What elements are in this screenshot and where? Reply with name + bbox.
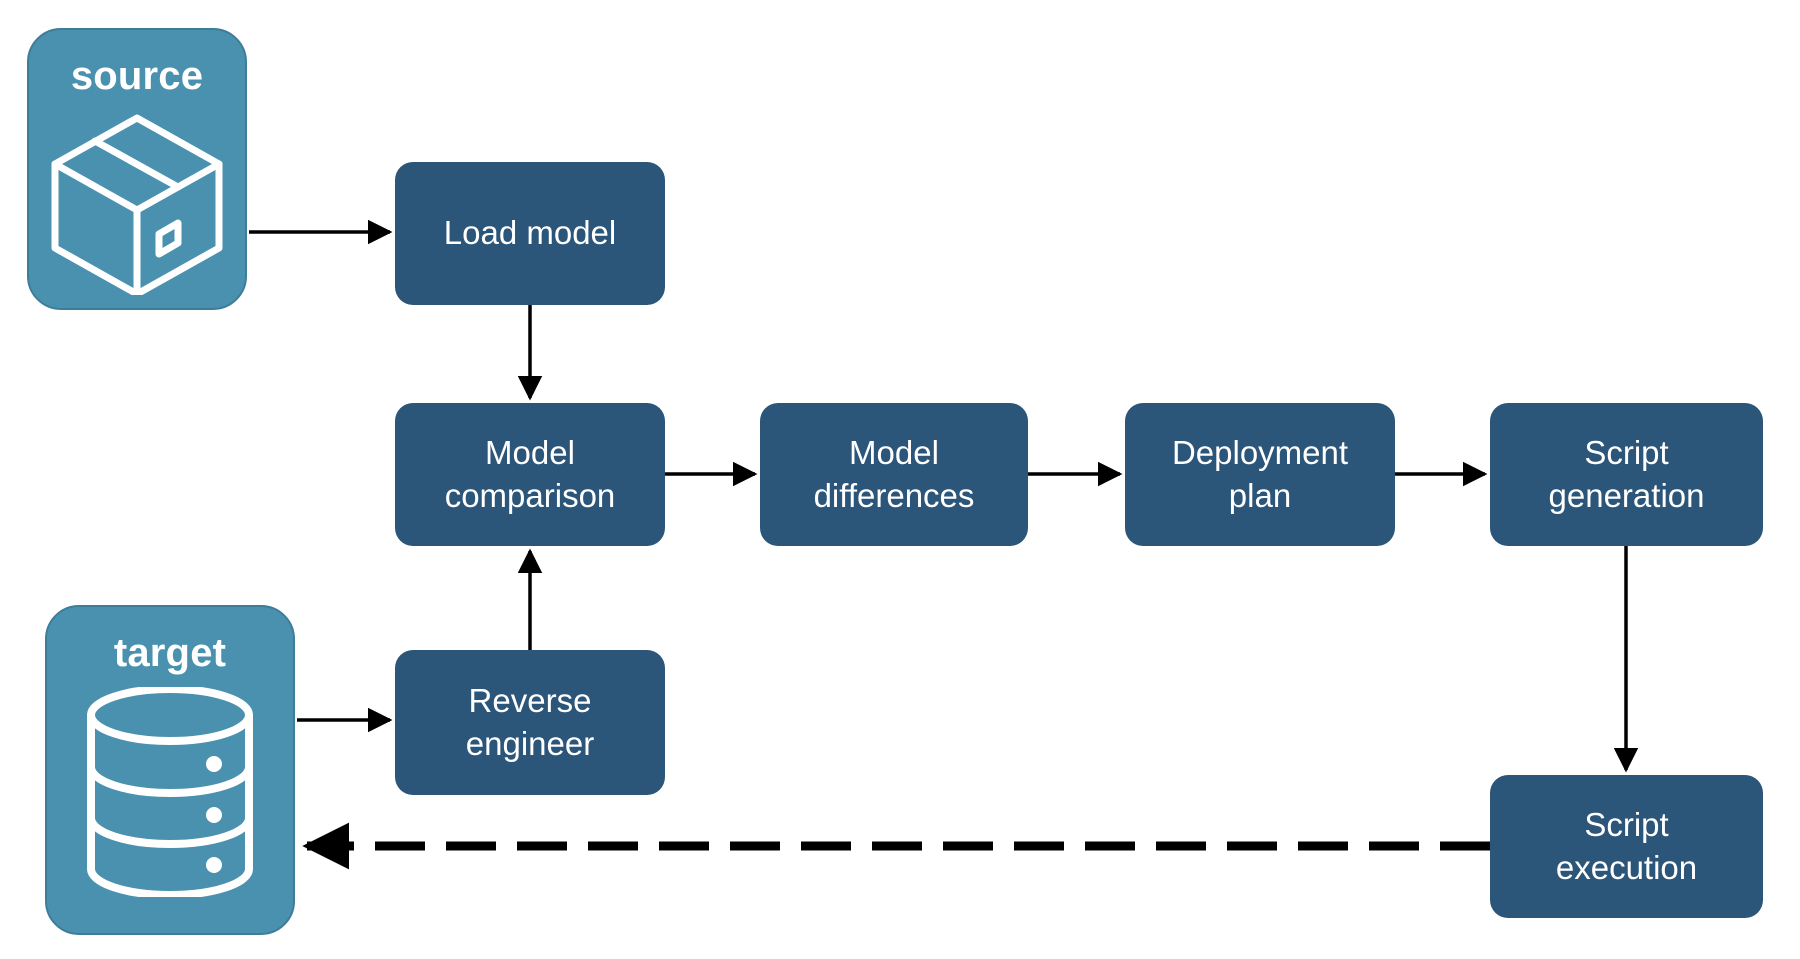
node-model-comparison[interactable]: Model comparison — [395, 403, 665, 546]
node-load-model-label: Load model — [443, 214, 617, 252]
node-script-generation[interactable]: Script generation — [1490, 403, 1763, 546]
node-deployment-plan-label: Deployment plan — [1171, 434, 1349, 514]
endpoint-target[interactable]: target — [45, 605, 295, 935]
node-model-differences-label: Model differences — [813, 434, 975, 514]
package-box-icon — [51, 114, 223, 295]
node-reverse-engineer[interactable]: Reverse engineer — [395, 650, 665, 795]
node-model-differences[interactable]: Model differences — [760, 403, 1028, 546]
node-reverse-engineer-label: Reverse engineer — [465, 682, 595, 762]
node-script-execution[interactable]: Script execution — [1490, 775, 1763, 918]
node-script-execution-label: Script execution — [1555, 806, 1698, 886]
endpoint-target-label: target — [113, 631, 227, 675]
endpoint-source[interactable]: source — [27, 28, 247, 310]
node-model-comparison-label: Model comparison — [444, 434, 616, 514]
node-deployment-plan[interactable]: Deployment plan — [1125, 403, 1395, 546]
database-cylinder-icon — [87, 687, 253, 897]
node-load-model[interactable]: Load model — [395, 162, 665, 305]
node-script-generation-label: Script generation — [1548, 434, 1705, 514]
endpoint-source-label: source — [70, 54, 204, 98]
